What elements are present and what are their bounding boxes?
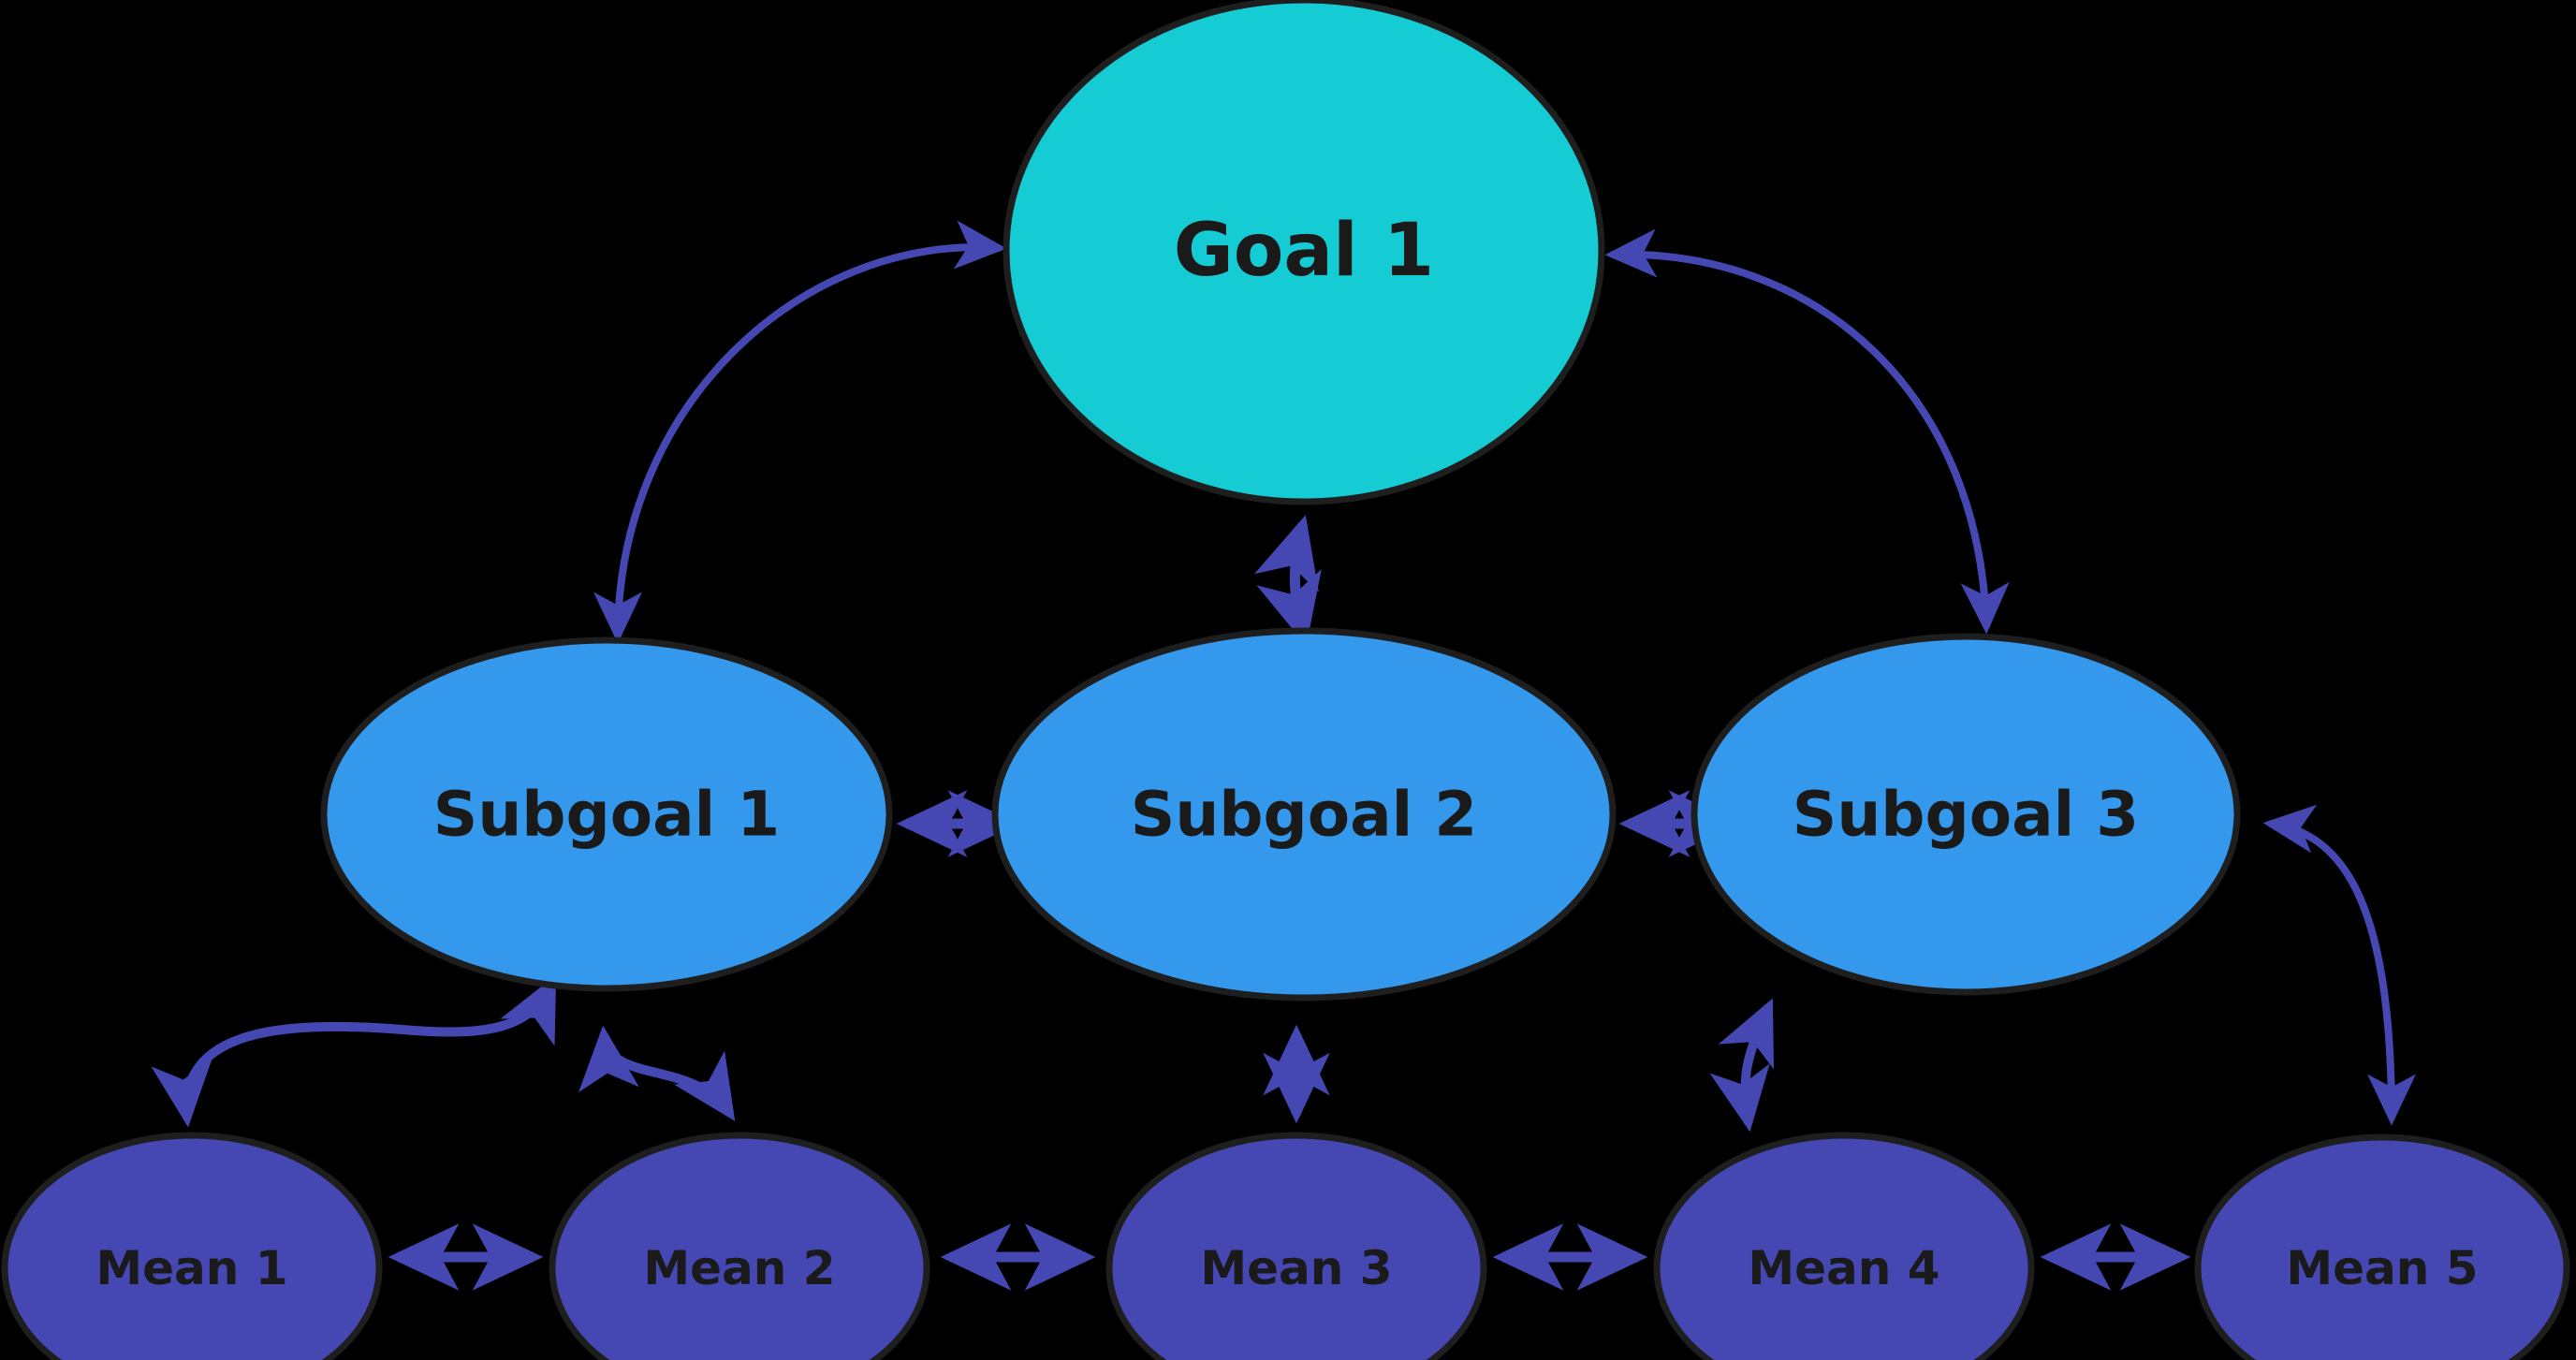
- node-label-mean2: Mean 2: [643, 1241, 835, 1295]
- node-label-mean4: Mean 4: [1748, 1241, 1939, 1295]
- node-shape-subgoal1[interactable]: [320, 636, 893, 992]
- node-shape-subgoal3[interactable]: [1690, 633, 2241, 996]
- node-shape-goal1[interactable]: [1003, 0, 1605, 505]
- node-shape-mean2[interactable]: [549, 1132, 930, 1360]
- node-shape-subgoal2[interactable]: [991, 627, 1617, 1002]
- node-mean2[interactable]: Mean 2: [549, 1132, 930, 1360]
- node-subgoal2[interactable]: Subgoal 2: [991, 627, 1617, 1002]
- node-subgoal3[interactable]: Subgoal 3: [1690, 633, 2241, 996]
- node-label-goal1: Goal 1: [1174, 209, 1434, 293]
- edge-subgoal3-mean4[interactable]: [1709, 998, 1775, 1133]
- node-mean1[interactable]: Mean 1: [1, 1132, 383, 1360]
- node-mean4[interactable]: Mean 4: [1653, 1132, 2035, 1360]
- edge-subgoal1-mean1[interactable]: [151, 974, 557, 1128]
- node-mean3[interactable]: Mean 3: [1105, 1132, 1487, 1360]
- node-shape-mean4[interactable]: [1653, 1132, 2035, 1360]
- edges-layer: [151, 220, 2416, 1291]
- edge-goal1-subgoal3[interactable]: [1604, 228, 2010, 635]
- edge-goal1-subgoal2[interactable]: [1253, 515, 1322, 647]
- node-shape-mean5[interactable]: [2194, 1133, 2570, 1360]
- node-label-subgoal3: Subgoal 3: [1793, 779, 2139, 851]
- node-shape-mean3[interactable]: [1105, 1132, 1487, 1360]
- edge-subgoal1-goal1[interactable]: [593, 220, 1007, 644]
- node-label-mean3: Mean 3: [1200, 1241, 1392, 1295]
- node-label-subgoal1: Subgoal 1: [433, 779, 780, 851]
- node-shape-mean1[interactable]: [1, 1132, 383, 1360]
- edge-subgoal3-mean5[interactable]: [2262, 804, 2416, 1126]
- node-subgoal1[interactable]: Subgoal 1: [320, 636, 893, 992]
- node-label-subgoal2: Subgoal 2: [1131, 779, 1477, 851]
- node-label-mean5: Mean 5: [2286, 1241, 2478, 1295]
- node-mean5[interactable]: Mean 5: [2194, 1133, 2570, 1360]
- node-label-mean1: Mean 1: [95, 1241, 287, 1295]
- edge-subgoal1-mean2[interactable]: [578, 1025, 736, 1121]
- node-goal1[interactable]: Goal 1: [1003, 0, 1605, 505]
